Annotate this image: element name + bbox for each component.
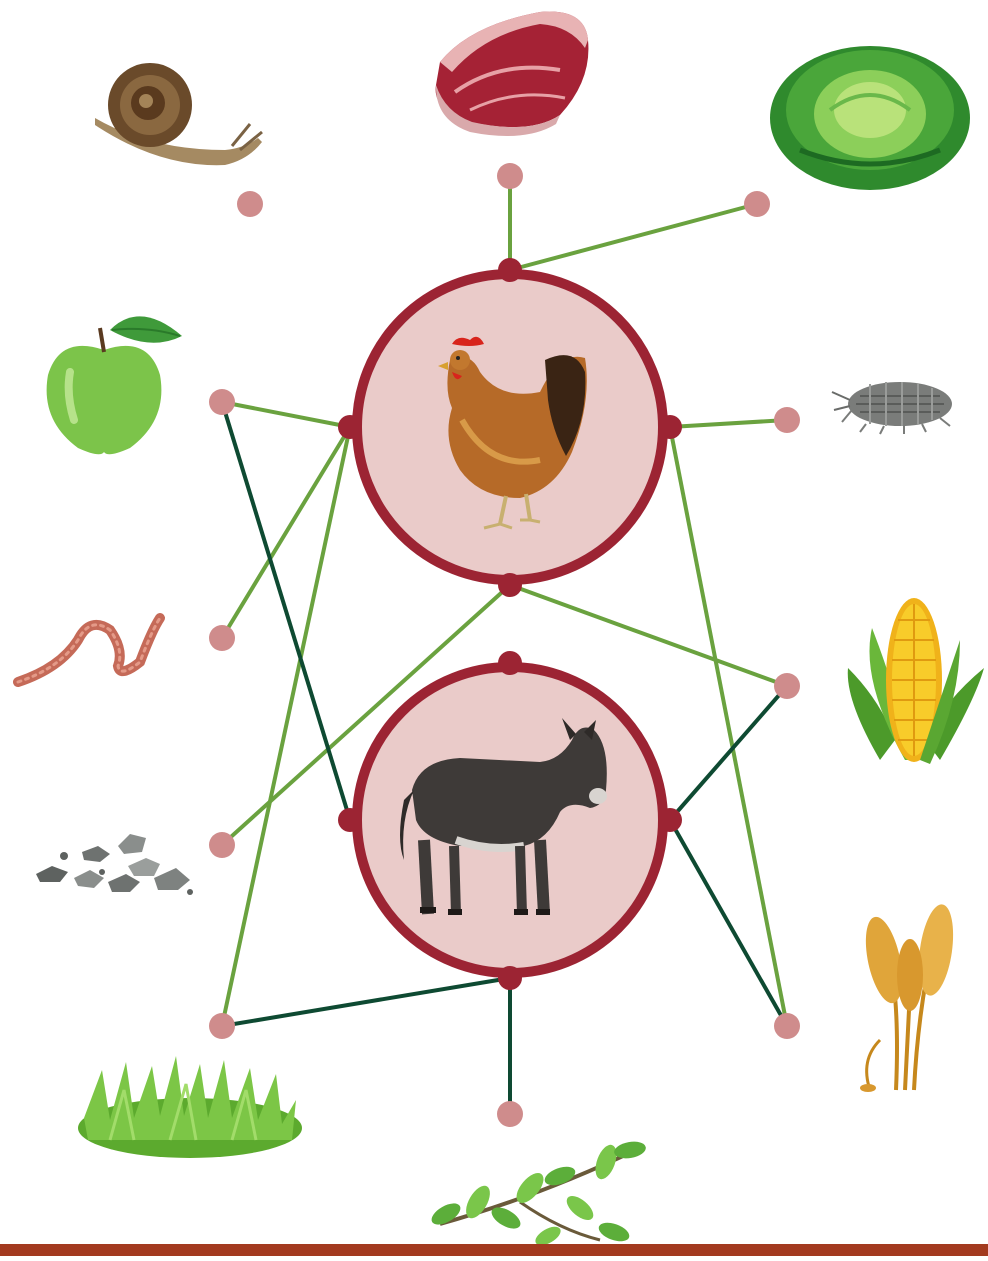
woodlouse-icon [832, 382, 952, 434]
endpoint-cabbage[interactable] [744, 191, 770, 217]
endpoint-stones[interactable] [209, 832, 235, 858]
endpoint-apple[interactable] [209, 389, 235, 415]
endpoint-leaves[interactable] [497, 1101, 523, 1127]
snail-icon [95, 63, 262, 165]
endpoint-woodlouse[interactable] [774, 407, 800, 433]
link-chicken-wheat [670, 427, 787, 1026]
link-donkey-grass [222, 978, 510, 1026]
endpoint-corn[interactable] [774, 673, 800, 699]
corn-cob-icon [848, 598, 984, 764]
meat-steak-icon [436, 12, 589, 136]
green-apple-icon [47, 316, 182, 454]
link-chicken-cabbage [510, 204, 757, 270]
hub-donkey-node-right [658, 808, 682, 832]
endpoint-wheat[interactable] [774, 1013, 800, 1039]
wheat-icon [859, 902, 958, 1092]
hub-chicken [338, 258, 682, 597]
cabbage-icon [770, 46, 970, 190]
link-chicken-grass [222, 427, 350, 1026]
link-chicken-woodlouse [670, 420, 787, 427]
bottom-band [0, 1244, 988, 1256]
hub-chicken-node-right [658, 415, 682, 439]
endpoint-worm[interactable] [209, 625, 235, 651]
hub-donkey-node-top [498, 651, 522, 675]
hub-donkey-node-left [338, 808, 362, 832]
hub-donkey [338, 651, 682, 990]
hub-chicken-node-left [338, 415, 362, 439]
endpoint-grass[interactable] [209, 1013, 235, 1039]
hub-chicken-node-bottom [498, 573, 522, 597]
stones-icon [36, 834, 193, 895]
link-donkey-apple [222, 402, 350, 820]
hub-chicken-node-top [498, 258, 522, 282]
earthworm-icon [18, 618, 160, 682]
link-donkey-wheat [670, 820, 787, 1026]
endpoint-snail[interactable] [237, 191, 263, 217]
endpoint-meat[interactable] [497, 163, 523, 189]
grass-icon [78, 1056, 302, 1158]
link-chicken-apple [222, 402, 350, 427]
link-donkey-corn [670, 686, 787, 820]
leafy-branch-icon [428, 1139, 647, 1249]
hub-donkey-node-bottom [498, 966, 522, 990]
